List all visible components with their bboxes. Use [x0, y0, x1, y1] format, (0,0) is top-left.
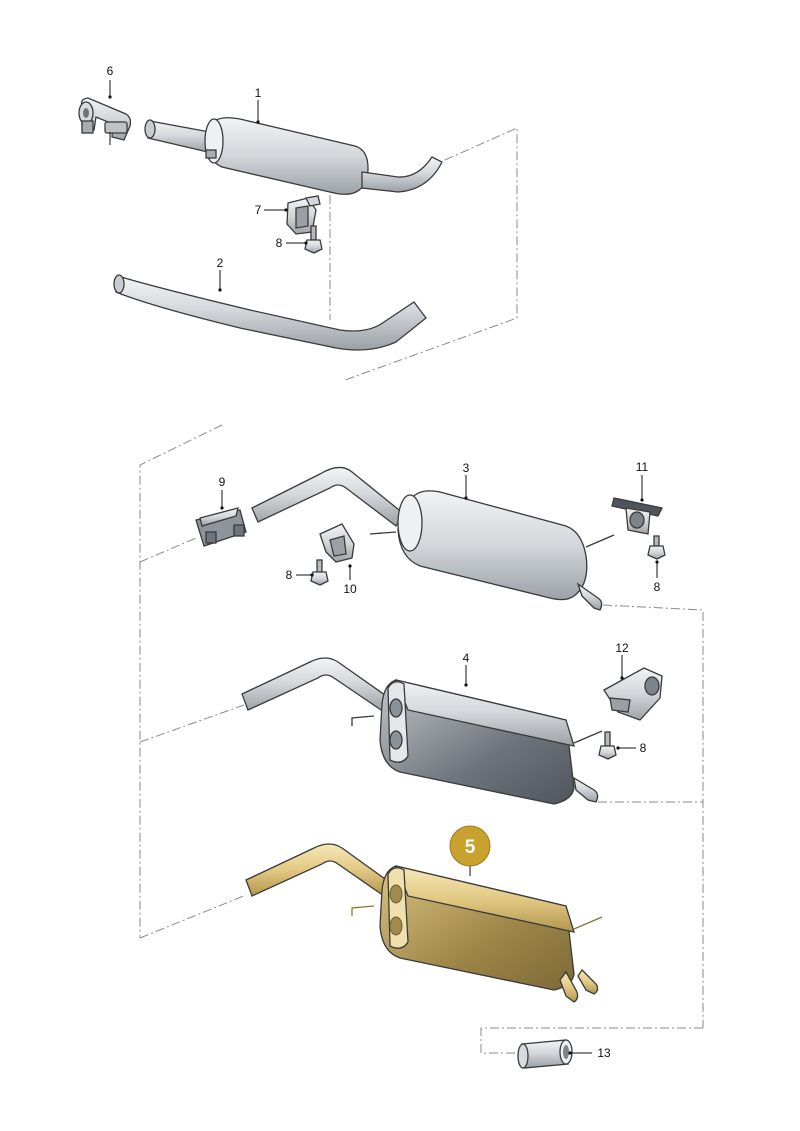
front-silencer-part-1: [144, 117, 443, 195]
callout-11: 11: [636, 460, 649, 474]
bracket-part-10: [319, 523, 355, 563]
callout-8-lower: 8: [640, 741, 647, 755]
callout-1: 1: [255, 86, 262, 100]
assembly-frame-middle: [139, 424, 704, 1054]
callout-6: 6: [107, 64, 114, 78]
bracket-part-7: [286, 195, 321, 235]
callout-7: 7: [255, 203, 262, 217]
callout-8-right: 8: [654, 580, 661, 594]
callout-12: 12: [615, 641, 629, 655]
callout-8-mid: 8: [286, 568, 293, 582]
callout-2: 2: [217, 256, 224, 270]
leader-lines: [108, 80, 659, 1055]
callout-4: 4: [463, 651, 470, 665]
callout-5: 5: [465, 837, 476, 858]
bolt-part-8-upper: [304, 225, 323, 254]
rear-silencer-part-5-highlighted: [245, 843, 603, 1003]
clamp-part-6: [78, 97, 132, 141]
callout-10: 10: [343, 582, 357, 596]
bolt-part-8-lower: [598, 731, 617, 760]
callout-9: 9: [219, 475, 226, 489]
bolt-part-8-mid: [310, 559, 329, 586]
callout-8-upper: 8: [276, 236, 283, 250]
assembly-frame-upper: [329, 127, 518, 381]
rear-silencer-part-4: [241, 657, 603, 805]
centre-silencer-part-3: [251, 466, 615, 611]
callout-13: 13: [597, 1046, 611, 1060]
tailpipe-trim-part-13: [517, 1039, 573, 1069]
bolt-part-8-right: [647, 535, 666, 560]
clamp-part-9: [195, 507, 247, 547]
mount-part-12: [603, 667, 663, 721]
callout-3: 3: [463, 461, 470, 475]
mount-part-11: [611, 497, 663, 535]
highlight-badge-part-5[interactable]: 5: [449, 825, 491, 867]
pipe-part-2: [113, 274, 427, 351]
